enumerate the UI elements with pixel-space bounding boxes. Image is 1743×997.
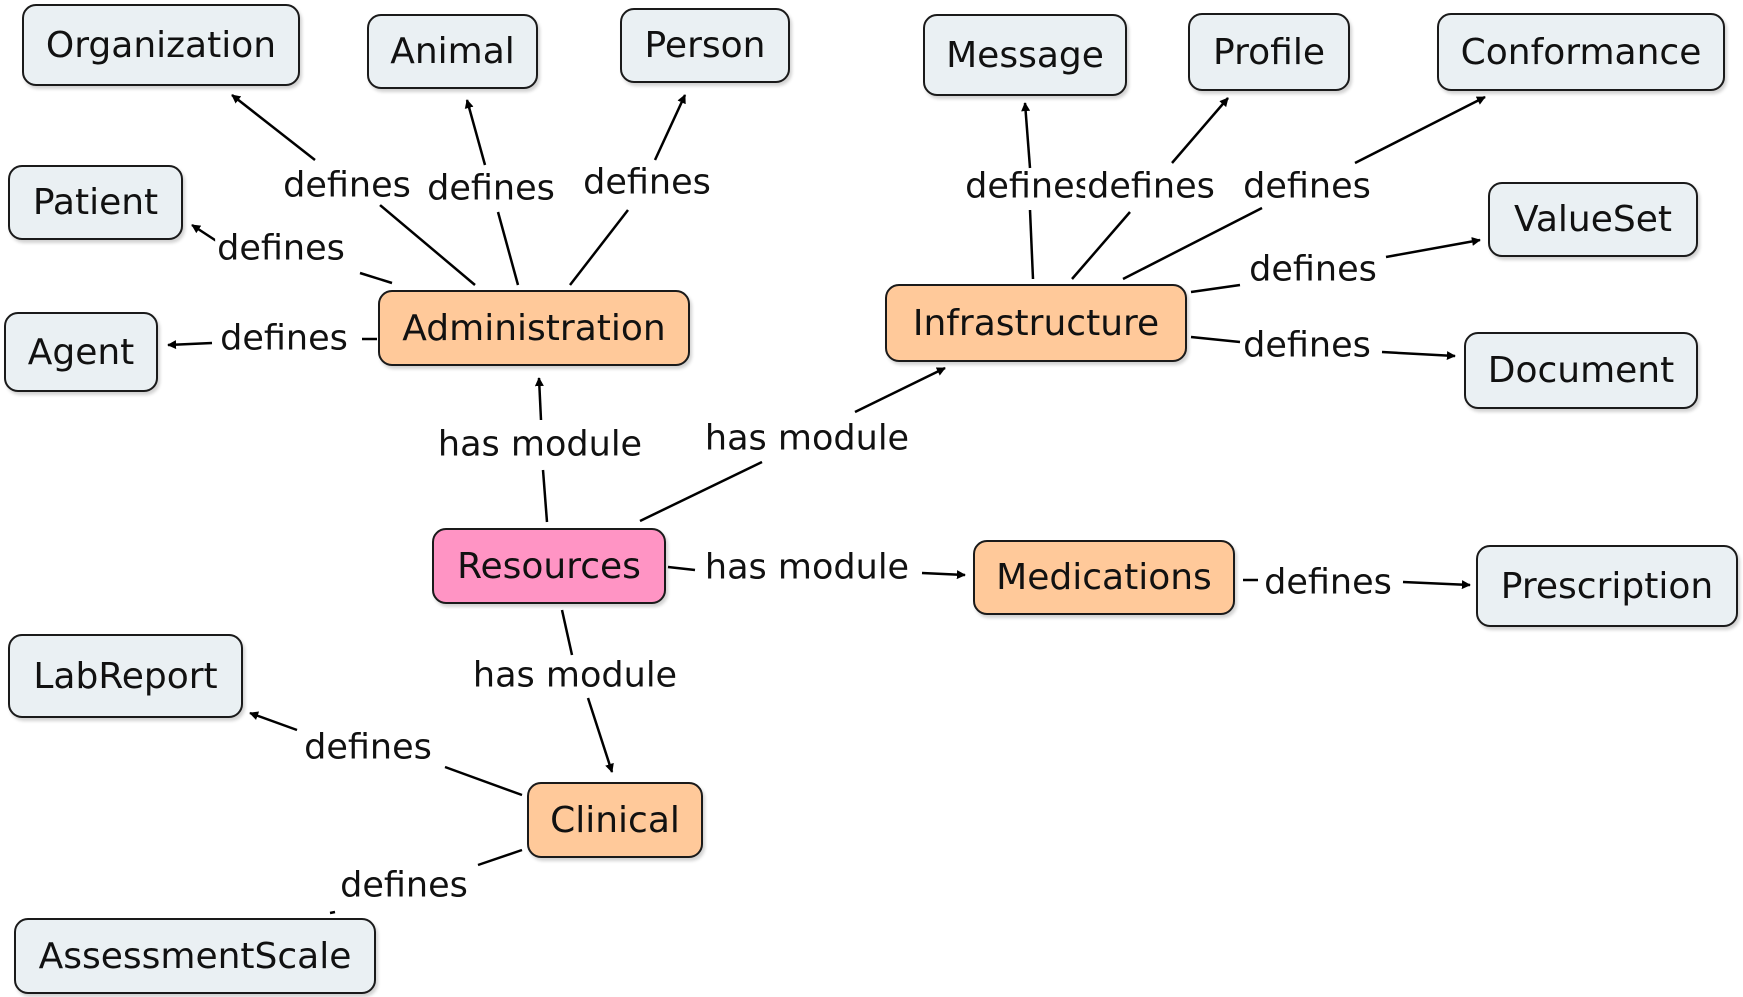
edge-resources-infra-arrow: [854, 366, 946, 414]
edge-label-resources-infra: has module: [702, 418, 912, 459]
edge-label-admin-agent: defines: [218, 318, 350, 359]
edge-label-admin-animal: defines: [425, 168, 557, 209]
edge-label-infra-message: defines: [963, 166, 1095, 207]
edge-admin-animal-arrow: [464, 99, 487, 166]
node-labreport[interactable]: LabReport: [8, 634, 243, 718]
edge-infra-conformance: [1122, 206, 1263, 281]
edge-infra-message: [1028, 209, 1035, 280]
node-assessmentscale[interactable]: AssessmentScale: [14, 918, 376, 994]
edge-label-infra-valueset: defines: [1247, 249, 1379, 290]
edge-resources-admin: [541, 469, 549, 523]
edge-label-clinical-assessment: defines: [338, 865, 470, 906]
node-patient[interactable]: Patient: [8, 165, 183, 240]
node-conformance[interactable]: Conformance: [1437, 13, 1725, 91]
edge-infra-document: [1190, 335, 1241, 344]
edge-clinical-labreport: [444, 765, 523, 797]
edge-clinical-assessment: [477, 848, 523, 867]
edge-admin-agent-arrow: [167, 340, 213, 350]
edge-admin-person: [569, 209, 629, 286]
edge-admin-patient-arrow: [191, 223, 219, 244]
edge-resources-clinical: [560, 609, 574, 656]
node-clinical[interactable]: Clinical: [527, 782, 703, 858]
edge-infra-profile-arrow: [1171, 97, 1229, 164]
edge-infra-conformance-arrow: [1354, 95, 1486, 165]
edge-resources-meds-arrow: [921, 570, 966, 580]
edge-resources-infra: [639, 460, 763, 523]
edge-infra-valueset-arrow: [1385, 237, 1481, 259]
node-message[interactable]: Message: [923, 14, 1127, 96]
edge-label-resources-clinical: has module: [470, 655, 680, 696]
node-infrastructure[interactable]: Infrastructure: [885, 284, 1187, 362]
node-profile[interactable]: Profile: [1188, 13, 1350, 91]
edge-admin-patient: [359, 271, 393, 285]
edge-admin-organization-arrow: [231, 94, 316, 161]
edge-admin-organization: [379, 204, 476, 286]
edge-clinical-assessment-tail: [329, 910, 336, 915]
edge-resources-admin-arrow: [534, 377, 544, 421]
node-valueset[interactable]: ValueSet: [1488, 182, 1698, 257]
edge-label-clinical-labreport: defines: [302, 727, 434, 768]
node-prescription[interactable]: Prescription: [1476, 545, 1738, 627]
node-agent[interactable]: Agent: [4, 312, 158, 392]
node-document[interactable]: Document: [1464, 332, 1698, 409]
edge-label-admin-patient: defines: [215, 228, 347, 269]
edge-resources-meds: [667, 565, 696, 572]
edge-infra-message-arrow: [1021, 102, 1032, 169]
edge-meds-prescription-arrow: [1402, 580, 1471, 590]
node-organization[interactable]: Organization: [22, 4, 300, 86]
edge-label-infra-document: defines: [1241, 325, 1373, 366]
edge-infra-document-arrow: [1381, 350, 1456, 361]
node-resources[interactable]: Resources: [432, 528, 666, 604]
edge-label-admin-person: defines: [581, 162, 713, 203]
edge-label-resources-meds: has module: [702, 547, 912, 588]
node-animal[interactable]: Animal: [367, 14, 538, 89]
node-administration[interactable]: Administration: [378, 290, 690, 366]
edge-resources-clinical-arrow: [586, 697, 614, 773]
edge-clinical-labreport-arrow: [249, 711, 298, 732]
edge-infra-profile: [1071, 211, 1131, 280]
edge-infra-valueset: [1190, 283, 1241, 294]
node-medications[interactable]: Medications: [973, 540, 1235, 615]
edge-label-admin-organization: defines: [281, 165, 413, 206]
edge-label-infra-conformance: defines: [1241, 166, 1373, 207]
edge-admin-person-arrow: [653, 94, 687, 161]
edge-label-infra-profile: defines: [1085, 166, 1217, 207]
edge-label-resources-admin: has module: [435, 424, 645, 465]
node-person[interactable]: Person: [620, 8, 790, 83]
edge-label-meds-prescription: defines: [1262, 562, 1394, 603]
edge-admin-animal: [496, 211, 520, 286]
